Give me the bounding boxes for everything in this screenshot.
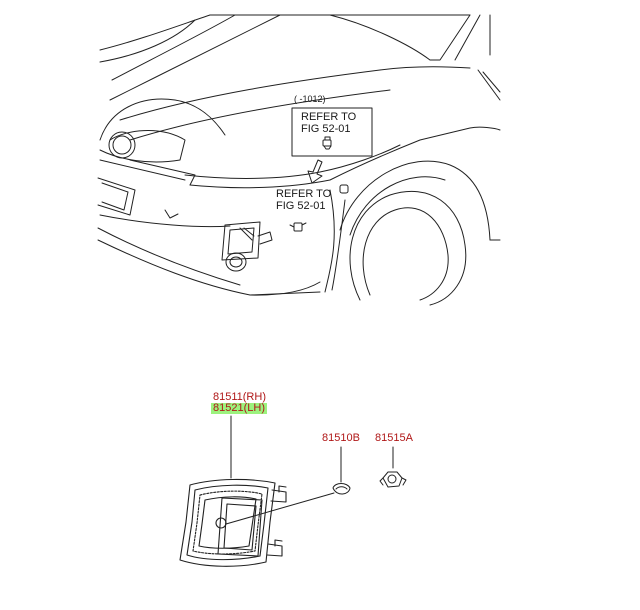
part-label-81515a[interactable]: 81515A xyxy=(375,432,413,444)
clip-icon xyxy=(322,136,332,150)
car-body-outline xyxy=(97,14,501,306)
assembly-line xyxy=(225,492,335,525)
refer-box-line1: REFER TO xyxy=(301,111,357,123)
car-clip-icon xyxy=(289,222,307,232)
date-code: ( -1012) xyxy=(294,94,326,104)
callout-line2: FIG 52-01 xyxy=(276,200,326,212)
callout-line1: REFER TO xyxy=(276,188,332,200)
part-label-81511[interactable]: 81511(RH) xyxy=(213,391,266,403)
nut-81515a-icon xyxy=(379,471,407,488)
fog-lamp-cover xyxy=(179,478,287,567)
refer-box-line2: FIG 52-01 xyxy=(301,123,351,135)
refer-box-frame xyxy=(291,107,373,157)
clip-81510b-icon xyxy=(332,483,351,495)
part-label-81510b[interactable]: 81510B xyxy=(322,432,360,444)
refer-arrow-icon xyxy=(307,159,323,184)
part-label-81521[interactable]: 81521(LH) xyxy=(211,402,267,414)
